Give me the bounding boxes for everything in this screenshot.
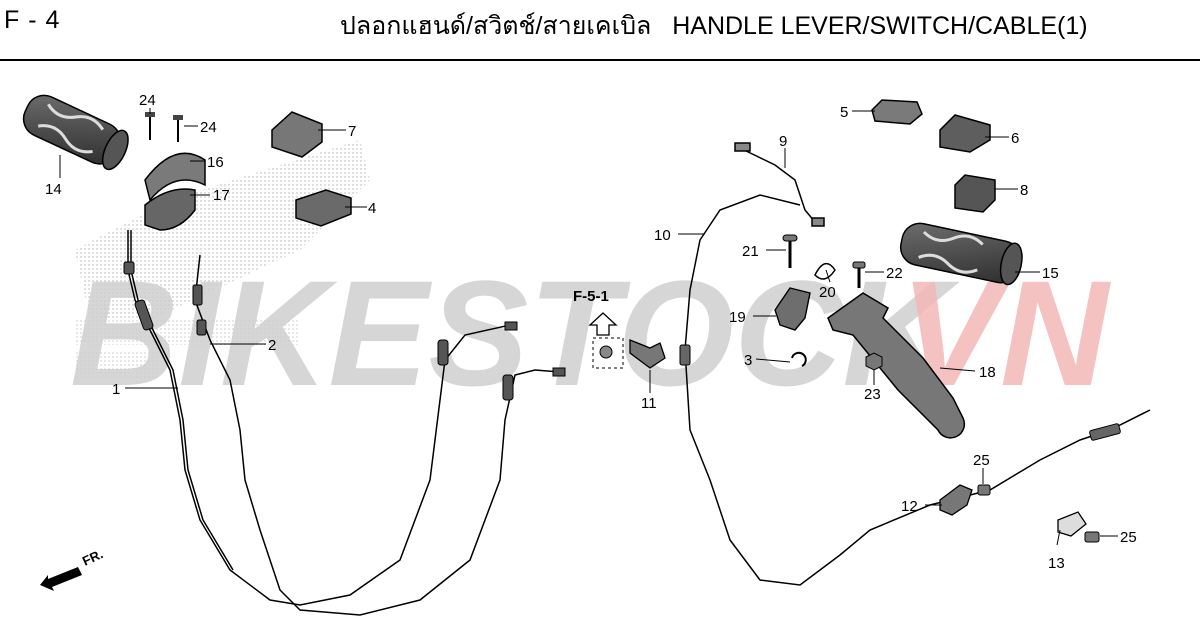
callout-14: 14 bbox=[45, 181, 62, 198]
callout-7: 7 bbox=[348, 123, 356, 140]
part-25-bolts bbox=[977, 484, 1100, 543]
reference-label: F-5-1 bbox=[573, 288, 609, 305]
callout-25b: 25 bbox=[1120, 529, 1137, 546]
part-8-switch bbox=[954, 174, 996, 213]
part-22-bolt bbox=[852, 261, 866, 288]
callout-12: 12 bbox=[901, 498, 918, 515]
callout-24a: 24 bbox=[139, 92, 156, 109]
callouts: 1 2 3 4 5 6 7 8 9 10 11 12 13 14 15 16 1… bbox=[45, 92, 1137, 572]
callout-21: 21 bbox=[742, 243, 759, 260]
leader-lines bbox=[59, 108, 1118, 546]
part-13-bracket bbox=[1057, 511, 1087, 537]
callout-9: 9 bbox=[779, 133, 787, 150]
watermark-main: BIKESTOCK bbox=[70, 249, 960, 417]
page-label: F - 4 bbox=[4, 6, 61, 34]
part-17-housing-lower bbox=[144, 188, 196, 231]
part-12-bracket bbox=[939, 484, 973, 516]
part-15-right-grip bbox=[899, 222, 1023, 286]
page-title: ปลอกแฮนด์/สวิตช์/สายเคเบิล HANDLE LEVER/… bbox=[340, 12, 1088, 40]
cable-10-fittings bbox=[679, 344, 1121, 441]
callout-1: 1 bbox=[112, 381, 120, 398]
callout-8: 8 bbox=[1020, 182, 1028, 199]
part-4-switch bbox=[295, 189, 352, 227]
cable-2 bbox=[194, 254, 561, 616]
part-14-left-grip bbox=[22, 94, 129, 171]
shading-regions bbox=[75, 140, 370, 380]
callout-13: 13 bbox=[1048, 555, 1065, 572]
watermark: BIKESTOCK VN bbox=[70, 249, 1111, 417]
callout-18: 18 bbox=[979, 364, 996, 381]
callout-6: 6 bbox=[1011, 130, 1019, 147]
part-18-lever bbox=[827, 292, 966, 439]
front-direction-indicator: FR. bbox=[40, 546, 105, 591]
callout-23: 23 bbox=[864, 386, 881, 403]
callout-2: 2 bbox=[268, 337, 276, 354]
callout-24b: 24 bbox=[200, 119, 217, 136]
part-11-bracket bbox=[629, 339, 666, 369]
callout-15: 15 bbox=[1042, 265, 1059, 282]
part-5-switch bbox=[871, 99, 923, 125]
cable-10 bbox=[684, 194, 1151, 586]
callout-5: 5 bbox=[840, 104, 848, 121]
part-3-clip bbox=[791, 351, 807, 367]
callout-16: 16 bbox=[207, 154, 224, 171]
callout-10: 10 bbox=[654, 227, 671, 244]
callout-22: 22 bbox=[886, 265, 903, 282]
part-21-pin bbox=[782, 234, 798, 268]
front-direction-label: FR. bbox=[80, 546, 105, 568]
part-16-housing-upper bbox=[144, 152, 206, 202]
part-19-bracket bbox=[774, 287, 811, 331]
callout-4: 4 bbox=[368, 200, 376, 217]
part-20-spring bbox=[814, 262, 836, 280]
callout-25a: 25 bbox=[973, 452, 990, 469]
callout-20: 20 bbox=[819, 284, 836, 301]
reference-f-5-1: F-5-1 bbox=[573, 288, 624, 369]
part-6-switch bbox=[939, 114, 991, 153]
callout-19: 19 bbox=[729, 309, 746, 326]
part-23-nut bbox=[865, 352, 883, 371]
part-9-wire bbox=[734, 142, 825, 227]
callout-11: 11 bbox=[641, 395, 657, 412]
part-7-switch bbox=[271, 111, 323, 158]
cable-fittings bbox=[123, 261, 566, 401]
part-24-screws bbox=[145, 112, 183, 142]
title-divider bbox=[0, 59, 1200, 61]
callout-3: 3 bbox=[744, 352, 752, 369]
callout-17: 17 bbox=[213, 187, 230, 204]
